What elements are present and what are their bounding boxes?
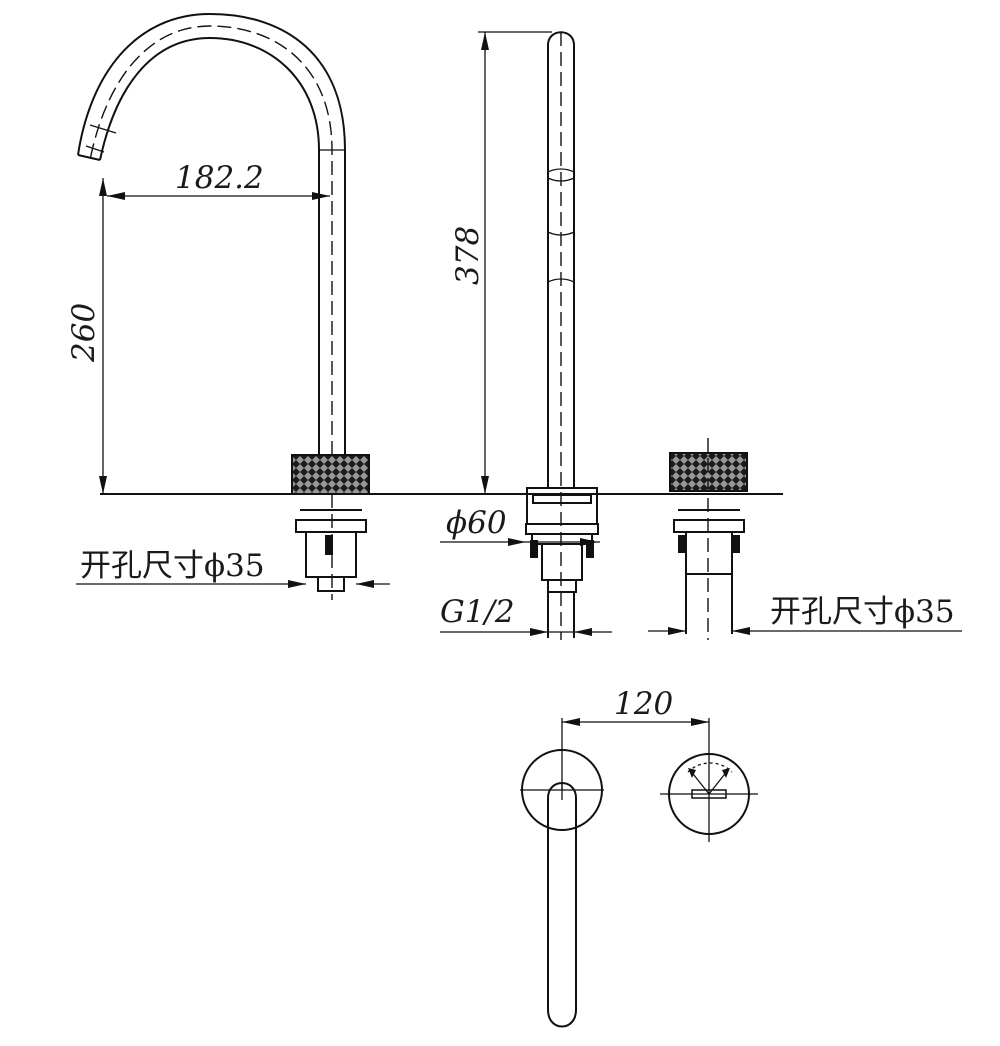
dim-spout-reach: 182.2 [107,160,330,200]
dim-spout-height: 260 [66,178,107,494]
base-diameter-label: ϕ60 [446,505,507,541]
spout-front-view [525,31,599,640]
hole-size-left-label: 开孔尺寸ϕ35 [80,548,265,584]
handle-spacing-label: 120 [614,686,673,722]
dim-hole-left: 开孔尺寸ϕ35 [76,548,390,588]
spout-side-view [77,12,370,600]
dim-handle-spacing: 120 [562,686,709,726]
hole-size-right-label: 开孔尺寸ϕ35 [770,594,955,630]
spout-reach-label: 182.2 [175,160,264,196]
dim-base-diameter: ϕ60 [440,505,600,546]
dim-hole-right: 开孔尺寸ϕ35 [648,594,962,635]
dim-overall-height: 378 [450,31,552,494]
top-view [520,718,758,1028]
handle-side-view [669,438,748,640]
spout-height-label: 260 [66,303,102,363]
thread-label: G1/2 [440,594,515,630]
dim-thread: G1/2 [440,594,612,636]
overall-height-label: 378 [450,226,486,285]
spout-collar-knurl [291,454,370,495]
